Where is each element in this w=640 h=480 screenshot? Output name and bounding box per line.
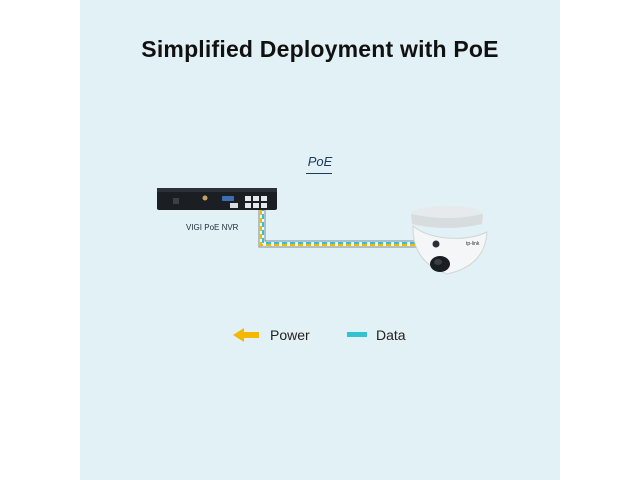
- nvr-label: VIGI PoE NVR: [186, 223, 239, 232]
- data-flow-line: [262, 210, 418, 244]
- poe-cable-outline: [258, 207, 421, 248]
- page-title: Simplified Deployment with PoE: [141, 36, 499, 62]
- legend-power: Power: [262, 325, 310, 345]
- legend-data-label: Data: [376, 327, 406, 343]
- nvr-poe-ports: [245, 196, 267, 208]
- nvr-audio-port: [202, 195, 208, 201]
- dash-icon: [347, 332, 367, 337]
- camera-brand-logo: tp-link: [466, 241, 480, 247]
- left-arrow-icon: [233, 328, 259, 342]
- nvr-vga-port: [222, 196, 234, 201]
- nvr-lan-port: [230, 203, 238, 208]
- power-flow-line: [260, 210, 418, 246]
- poe-underline: [306, 173, 332, 174]
- turret-camera: tp-link: [411, 206, 488, 275]
- legend-data: Data: [368, 325, 406, 345]
- nvr-device: [157, 188, 277, 210]
- nvr-power-switch: [173, 198, 179, 204]
- poe-label: PoE: [307, 154, 333, 169]
- camera-ir-sensor: [432, 240, 440, 248]
- legend-power-label: Power: [270, 327, 310, 343]
